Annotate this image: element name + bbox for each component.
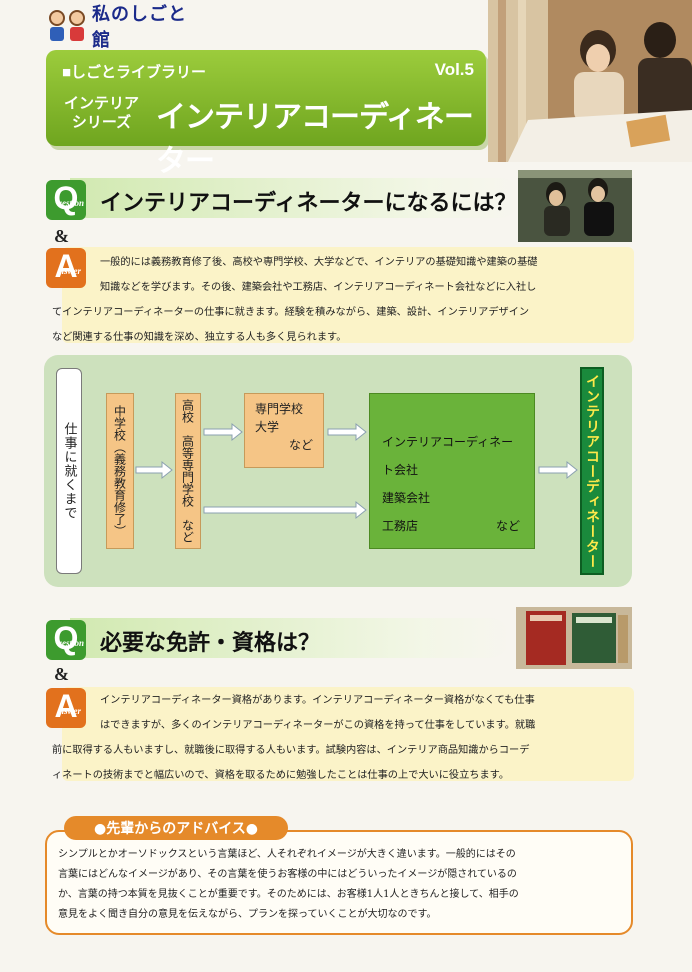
series-label: インテリア シリーズ	[64, 94, 140, 131]
mascot-kids-icon	[46, 6, 88, 46]
flow-college-box: 専門学校 大学 など	[244, 393, 324, 468]
question-badge-icon: Q uestion	[46, 620, 86, 660]
volume-label: Vol.5	[434, 60, 474, 79]
arrow-right-icon	[538, 460, 578, 480]
flow-result-box: インテリアコーディネーター	[580, 367, 604, 575]
question-badge-icon: Q uestion	[46, 180, 86, 220]
site-logo: 私のしごと館	[46, 4, 196, 51]
answer-1-text: 一般的には義務教育修了後、高校や専門学校、大学などで、インテリアの基礎知識や建築…	[100, 257, 538, 293]
answer-1-text-cont: てインテリアコーディネーターの仕事に就きます。経験を積みながら、建築、設計、イン…	[52, 307, 530, 343]
textbooks-photo	[516, 607, 632, 669]
question-2-bar	[70, 618, 510, 658]
consultation-photo	[488, 0, 692, 162]
answer-1-box	[62, 247, 634, 343]
advice-text: シンプルとかオーソドックスという言葉ほど、人それぞれイメージが大きく違います。一…	[58, 849, 519, 920]
title-banner: ■しごとライブラリー Vol.5 インテリア シリーズ インテリアコーディネータ…	[46, 50, 486, 178]
answer-2-box	[62, 687, 634, 781]
flow-high-school-box: 高校 高等専門学校 など	[175, 393, 201, 549]
arrow-right-icon	[203, 422, 243, 442]
question-1-bar	[70, 178, 520, 218]
question-1-text: インテリアコーディネーターになるには？	[100, 190, 517, 215]
ampersand: &	[54, 664, 69, 684]
arrow-right-icon	[135, 460, 173, 480]
ampersand: &	[54, 226, 69, 246]
advice-title: ●先輩からのアドバイス●	[64, 816, 288, 840]
job-title: インテリアコーディネーター	[156, 101, 474, 178]
flow-start-box: 仕事に就くまで	[56, 368, 82, 574]
answer-2-text: インテリアコーディネーター資格があります。インテリアコーディネーター資格がなくて…	[100, 695, 536, 731]
flow-company-box: インテリアコーディネート会社 建築会社 工務店 など	[369, 393, 535, 549]
answer-badge-icon: A nswer	[46, 248, 86, 288]
logo-text: 私のしごと館	[91, 4, 187, 51]
answer-2-text-cont: 前に取得する人もいますし、就職後に取得する人もいます。試験内容は、インテリア商品…	[52, 745, 530, 781]
advice-box	[45, 830, 633, 935]
arrow-right-icon	[327, 422, 367, 442]
flow-junior-high-box: 中学校（義務教育修了）	[106, 393, 134, 549]
question-2-text: 必要な免許・資格は？	[100, 630, 321, 655]
answer-badge-icon: A nswer	[46, 688, 86, 728]
interview-photo	[518, 170, 632, 242]
arrow-right-long-icon	[203, 500, 367, 520]
library-label: ■しごとライブラリー	[62, 64, 207, 81]
